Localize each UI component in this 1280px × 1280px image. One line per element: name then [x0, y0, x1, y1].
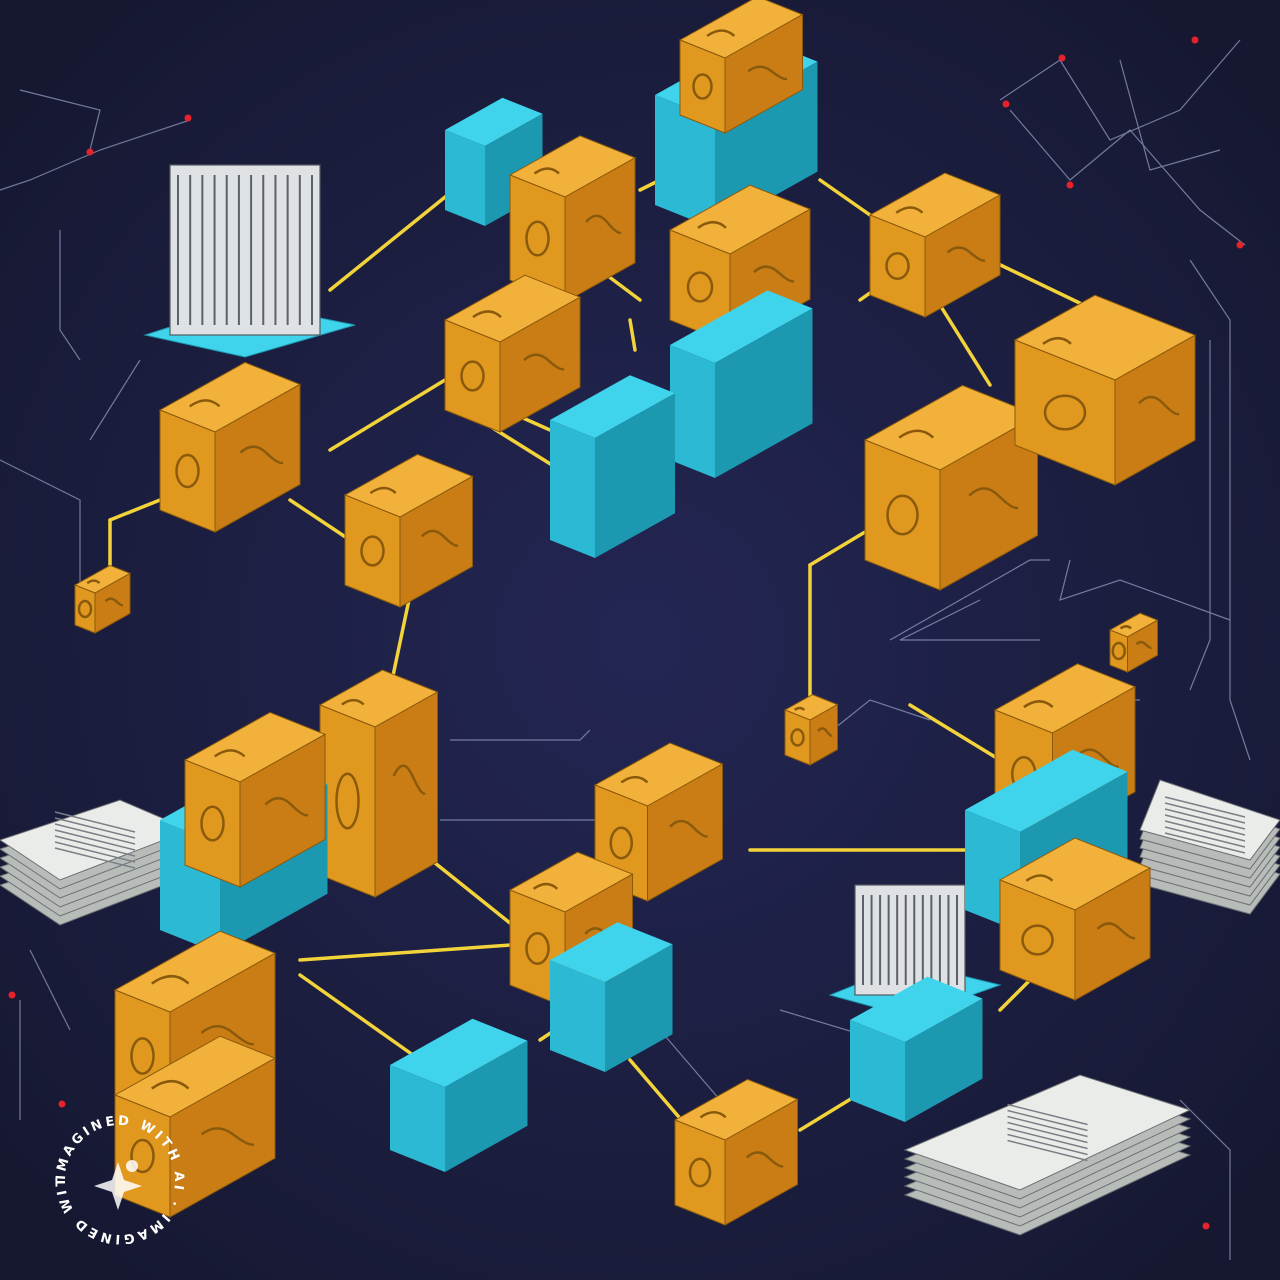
circuit-lines [0, 39, 1251, 1260]
cube-orange-right-tall [1013, 294, 1197, 486]
cube-orange-top [678, 0, 804, 134]
document-stacks [0, 164, 1280, 1236]
connector-line [998, 978, 1032, 1012]
cube-orange-lower-c [593, 742, 724, 902]
cube-cyan-mid-right [670, 290, 813, 478]
cube-orange-lower-right-b [998, 837, 1152, 1001]
cube-blocks [73, 0, 1197, 1226]
cube-cyan-bottom-right [850, 976, 983, 1122]
connector-line [628, 318, 637, 352]
watermark-text: IMAGINED WITH AI · IMAGINED WITH AI · [40, 1100, 186, 1246]
cube-white-small [1108, 612, 1159, 673]
connector-line [298, 973, 422, 1062]
cube-orange-left [158, 361, 302, 533]
document-stack-left [0, 799, 192, 926]
cube-cyan-bottom [390, 1018, 528, 1172]
imagined-with-ai-badge: IMAGINED WITH AI · IMAGINED WITH AI · [40, 1100, 186, 1246]
cube-orange-upper-right [868, 172, 1002, 318]
cube-orange-right-stack [863, 384, 1039, 591]
sparkle-icon [94, 1160, 142, 1210]
connector-line [288, 498, 352, 542]
document-stack-right [1139, 779, 1280, 915]
cube-cyan-lower-center [550, 922, 673, 1072]
cube-orange-bottom-left-b [113, 1035, 277, 1218]
connector-line [908, 703, 1002, 762]
document-stack-bottom [903, 1074, 1192, 1236]
cube-orange-bottom-center [673, 1078, 799, 1226]
connector-line [298, 943, 512, 962]
cube-orange-mid-a [443, 274, 582, 433]
cube-orange-upper-a [508, 135, 637, 303]
connector-line [328, 183, 462, 292]
cube-orange-mid-b [343, 453, 474, 608]
cube-orange-lower-b [183, 711, 327, 888]
cube-orange-lower-a [318, 669, 439, 898]
connector-line [938, 303, 992, 387]
cube-orange-small-mid [783, 694, 839, 766]
circuit-node-dots [8, 36, 1244, 1230]
cube-cyan-center [550, 375, 675, 558]
connector-line [328, 378, 447, 452]
connector-line [818, 178, 872, 217]
server-top-left [143, 164, 356, 358]
cube-orange-small-left [73, 564, 132, 634]
